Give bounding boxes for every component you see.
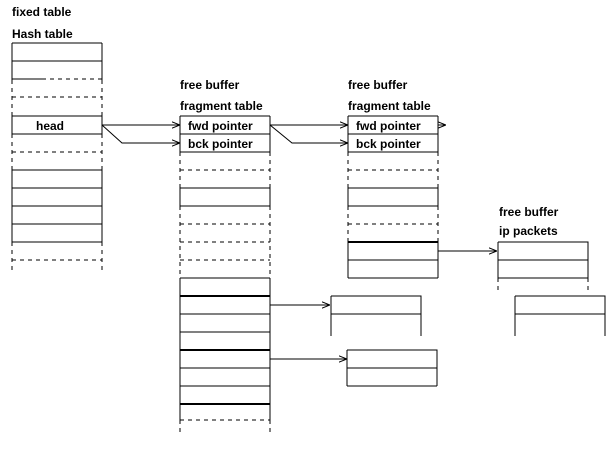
buffer-box-c-tail bbox=[514, 332, 606, 340]
ft2-rows-bottom bbox=[348, 259, 438, 279]
ft2-bck-to-ft1-arrow bbox=[269, 124, 348, 143]
hash-table-head-label: head bbox=[36, 119, 64, 133]
fragment-table-1-title-line1: free buffer bbox=[180, 78, 240, 92]
hash-table-sides-gap1 bbox=[11, 80, 103, 116]
ft1-fwd-pointer-label: fwd pointer bbox=[188, 119, 253, 133]
buffer-box-a bbox=[330, 295, 422, 340]
ft2-bck-pointer-label: bck pointer bbox=[356, 137, 421, 151]
hash-table: fixed table Hash table head bbox=[11, 5, 103, 270]
ft2-sides-row bbox=[347, 188, 439, 206]
fragment-table-1-title-line2: fragment table bbox=[180, 99, 263, 113]
buffer-box-b bbox=[346, 349, 438, 387]
ft1-sides-gap1 bbox=[179, 152, 271, 188]
hash-table-title-line2: Hash table bbox=[12, 27, 73, 41]
ip-packets-table: free buffer ip packets bbox=[497, 205, 589, 290]
ft2-sides-gap2 bbox=[347, 206, 439, 242]
hash-table-rows-dashed-1 bbox=[12, 78, 102, 98]
fragment-table-1: free buffer fragment table fwd pointer b… bbox=[179, 78, 271, 436]
ft2-rows-top bbox=[348, 115, 438, 153]
fragment-table-2-title-line2: fragment table bbox=[348, 99, 431, 113]
ft2-sides-gap1 bbox=[347, 152, 439, 188]
hash-table-title-line1: fixed table bbox=[12, 5, 72, 19]
buffer-box-c-rows bbox=[514, 295, 606, 332]
fragment-table-2-title-line1: free buffer bbox=[348, 78, 408, 92]
ft2-fwd-pointer-label: fwd pointer bbox=[356, 119, 421, 133]
ip-packets-title-line1: free buffer bbox=[499, 205, 559, 219]
ft1-row-solid-2 bbox=[180, 187, 270, 207]
hash-table-row-head bbox=[12, 115, 102, 135]
ip-packets-title-line2: ip packets bbox=[499, 224, 558, 238]
hash-table-rows-mid bbox=[12, 169, 102, 243]
ip-packets-rows bbox=[497, 241, 589, 279]
ft1-rows-dashed-2 bbox=[180, 223, 270, 261]
ft1-sides-gap2 bbox=[179, 206, 271, 278]
fragment-table-2: free buffer fragment table fwd pointer b… bbox=[347, 78, 439, 279]
hash-table-sides-gap2 bbox=[11, 134, 103, 170]
buffer-box-b-rows bbox=[346, 349, 438, 387]
ft1-bck-pointer-label: bck pointer bbox=[188, 137, 253, 151]
hash-table-rows-top bbox=[12, 42, 102, 80]
ft1-rows-solid-3 bbox=[180, 313, 270, 333]
buffer-box-a-tail bbox=[330, 332, 422, 340]
bck-to-head-arrow bbox=[101, 124, 180, 143]
buffer-box-a-rows bbox=[330, 295, 422, 332]
ft1-sides-bottom bbox=[179, 420, 271, 436]
hash-table-sides-bottom bbox=[11, 242, 103, 270]
ft2-row-solid-2 bbox=[348, 187, 438, 207]
ip-packets-tail bbox=[497, 278, 589, 290]
ft1-sides-row bbox=[179, 188, 271, 206]
ft1-rows-top bbox=[180, 115, 270, 153]
buffer-box-c bbox=[514, 295, 606, 340]
ft1-rows-solid-4 bbox=[180, 367, 270, 387]
